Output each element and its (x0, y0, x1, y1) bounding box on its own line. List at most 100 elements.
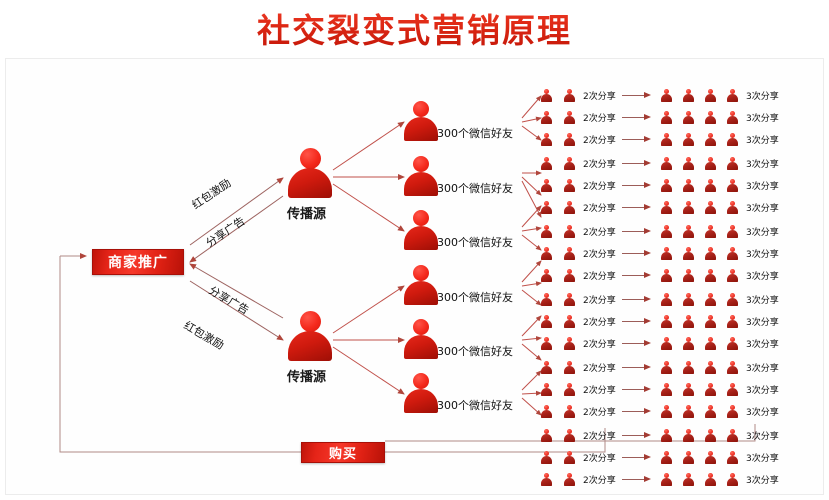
person-body (541, 94, 552, 102)
merchant-promotion-box[interactable]: 商家推广 (92, 249, 184, 275)
person-body (564, 320, 575, 328)
person-head (686, 293, 691, 298)
person-small-icon (564, 157, 575, 170)
flow-arrow-icon (621, 476, 652, 484)
person-small-icon (541, 429, 552, 442)
person-small-icon (727, 451, 738, 464)
person-body (705, 410, 716, 418)
person-head (730, 293, 735, 298)
person-head (567, 451, 572, 456)
person-body (541, 162, 552, 170)
person-body (564, 94, 575, 102)
person-small-icon (705, 337, 716, 350)
person-body (541, 320, 552, 328)
person-body (541, 252, 552, 260)
share-3-label: 3次分享 (746, 386, 779, 396)
person-head (567, 429, 572, 434)
person-icon-cluster (541, 157, 575, 170)
share-2-row: 2次分享 (541, 383, 652, 396)
person-head (664, 405, 669, 410)
person-body (727, 274, 738, 282)
person-small-icon (683, 315, 694, 328)
share-3-label: 3次分享 (746, 92, 779, 102)
person-body (661, 320, 672, 328)
person-head (544, 247, 549, 252)
person-body (661, 230, 672, 238)
person-small-icon (727, 293, 738, 306)
person-small-icon (564, 247, 575, 260)
person-body (404, 226, 438, 250)
friend-count-label-5: 300个微信好友 (437, 345, 513, 358)
person-small-icon (564, 429, 575, 442)
person-small-icon (727, 315, 738, 328)
person-body (661, 94, 672, 102)
share-2-label: 2次分享 (583, 160, 616, 170)
person-head (730, 473, 735, 478)
share-3-label: 3次分享 (746, 340, 779, 350)
person-head (664, 429, 669, 434)
person-head (544, 201, 549, 206)
person-body (661, 206, 672, 214)
person-body (683, 366, 694, 374)
person-head (567, 293, 572, 298)
person-head (730, 405, 735, 410)
person-body (727, 138, 738, 146)
share-2-row: 2次分享 (541, 247, 652, 260)
person-body (661, 434, 672, 442)
person-head (567, 269, 572, 274)
person-body (541, 206, 552, 214)
person-body (705, 434, 716, 442)
person-head (686, 337, 691, 342)
person-small-icon (683, 383, 694, 396)
share-2-row: 2次分享 (541, 429, 652, 442)
person-head (413, 265, 429, 281)
person-head (544, 179, 549, 184)
purchase-box[interactable]: 购买 (301, 442, 385, 463)
person-small-icon (727, 247, 738, 260)
person-icon-cluster (661, 337, 738, 350)
share-2-row: 2次分享 (541, 451, 652, 464)
person-body (288, 331, 332, 361)
person-head (708, 225, 713, 230)
person-body (404, 389, 438, 413)
person-body (564, 342, 575, 350)
person-head (708, 111, 713, 116)
person-small-icon (564, 179, 575, 192)
person-small-icon (661, 225, 672, 238)
person-head (664, 383, 669, 388)
person-body (727, 342, 738, 350)
person-head (664, 157, 669, 162)
person-small-icon (661, 293, 672, 306)
person-head (413, 319, 429, 335)
person-body (404, 281, 438, 305)
share-2-label: 2次分享 (583, 228, 616, 238)
person-body (705, 456, 716, 464)
share-3-row: 3次分享 (661, 361, 779, 374)
person-small-icon (541, 473, 552, 486)
share-2-label: 2次分享 (583, 364, 616, 374)
friend-count-label-3: 300个微信好友 (437, 236, 513, 249)
person-head (413, 373, 429, 389)
person-body (727, 478, 738, 486)
flow-arrow-icon (621, 160, 652, 168)
person-body (661, 116, 672, 124)
person-body (661, 410, 672, 418)
person-head (664, 451, 669, 456)
person-body (661, 274, 672, 282)
person-body (705, 298, 716, 306)
person-body (727, 456, 738, 464)
person-head (664, 89, 669, 94)
person-body (661, 388, 672, 396)
person-small-icon (541, 269, 552, 282)
share-3-label: 3次分享 (746, 432, 779, 442)
share-2-row: 2次分享 (541, 179, 652, 192)
person-small-icon (683, 89, 694, 102)
person-body (705, 252, 716, 260)
person-head (567, 361, 572, 366)
person-body (705, 138, 716, 146)
person-head (708, 451, 713, 456)
person-body (705, 184, 716, 192)
share-2-row: 2次分享 (541, 111, 652, 124)
person-small-icon (541, 179, 552, 192)
person-icon-cluster (661, 361, 738, 374)
